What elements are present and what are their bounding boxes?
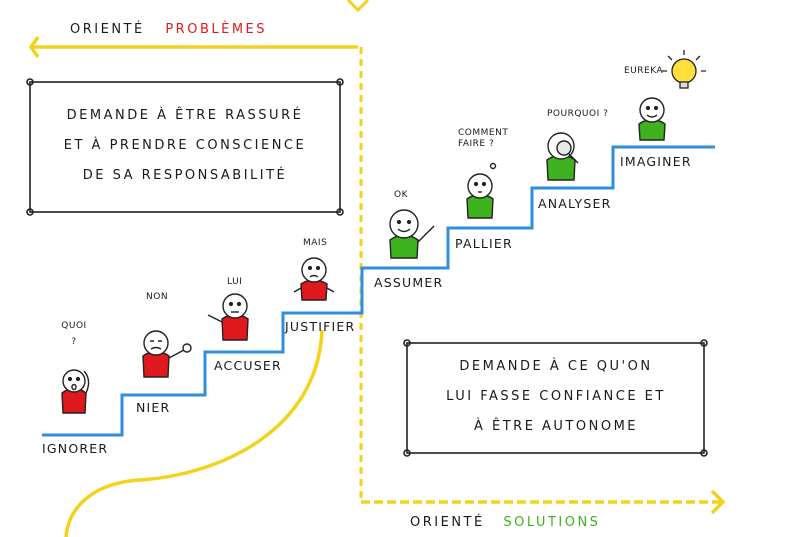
speech-lui: Lui bbox=[227, 277, 243, 287]
figure-imaginer bbox=[638, 97, 666, 141]
right-box-line: à être autonome bbox=[473, 419, 639, 434]
figure-nier bbox=[142, 330, 192, 378]
right-box-line: lui fasse confiance et bbox=[446, 389, 666, 404]
step-label-pallier: Pallier bbox=[455, 236, 513, 251]
speech-pourquoi: Pourquoi ? bbox=[547, 109, 609, 119]
left-box-line: et à prendre conscience bbox=[63, 138, 307, 153]
step-label-assumer: Assumer bbox=[374, 275, 444, 290]
step-label-nier: Nier bbox=[136, 400, 171, 415]
right-box-frame bbox=[403, 339, 708, 457]
step-label-justifier: Justifier bbox=[285, 319, 356, 334]
left-box-text: Demande à être rassuré et à prendre cons… bbox=[34, 101, 336, 191]
right-box-line: Demande à ce qu'on bbox=[459, 359, 653, 374]
speech-quoi: Quoi ? bbox=[61, 321, 87, 347]
figure-pallier bbox=[466, 162, 497, 219]
figure-assumer bbox=[389, 209, 435, 259]
step-label-accuser: Accuser bbox=[214, 358, 282, 373]
top-flow-arrowhead bbox=[28, 35, 40, 59]
step-label-imaginer: Imaginer bbox=[620, 154, 692, 169]
speech-mais: Mais bbox=[303, 238, 328, 248]
header-top-prefix: Orienté bbox=[70, 22, 145, 37]
magnifier-icon bbox=[556, 140, 572, 156]
lightbulb-icon bbox=[662, 50, 706, 89]
speech-comment-faire: Comment faire ? bbox=[458, 128, 509, 149]
speech-non: Non bbox=[146, 292, 169, 302]
left-box-line: de sa responsabilité bbox=[82, 168, 288, 183]
figure-ignorer bbox=[61, 369, 90, 414]
header-bottom: Orienté Solutions bbox=[410, 515, 600, 530]
header-bottom-word: Solutions bbox=[503, 515, 601, 530]
right-box-text: Demande à ce qu'on lui fasse confiance e… bbox=[410, 352, 702, 442]
staircase bbox=[42, 145, 715, 437]
top-entry-arrow bbox=[346, 0, 370, 13]
step-label-ignorer: Ignorer bbox=[42, 441, 109, 456]
left-box-frame bbox=[26, 78, 344, 216]
step-label-analyser: Analyser bbox=[538, 196, 612, 211]
speech-ok: Ok bbox=[394, 190, 408, 200]
header-bottom-prefix: Orienté bbox=[410, 515, 485, 530]
speech-eureka: Eureka bbox=[624, 66, 664, 76]
left-box-line: Demande à être rassuré bbox=[66, 108, 304, 123]
figure-justifier bbox=[293, 257, 335, 301]
yellow-curve bbox=[64, 329, 324, 537]
figure-analyser bbox=[546, 132, 579, 181]
bottom-flow-arrowhead bbox=[710, 489, 726, 515]
header-top-word: Problèmes bbox=[165, 22, 268, 37]
header-top: Orienté Problèmes bbox=[70, 22, 267, 37]
figure-accuser bbox=[207, 293, 249, 341]
